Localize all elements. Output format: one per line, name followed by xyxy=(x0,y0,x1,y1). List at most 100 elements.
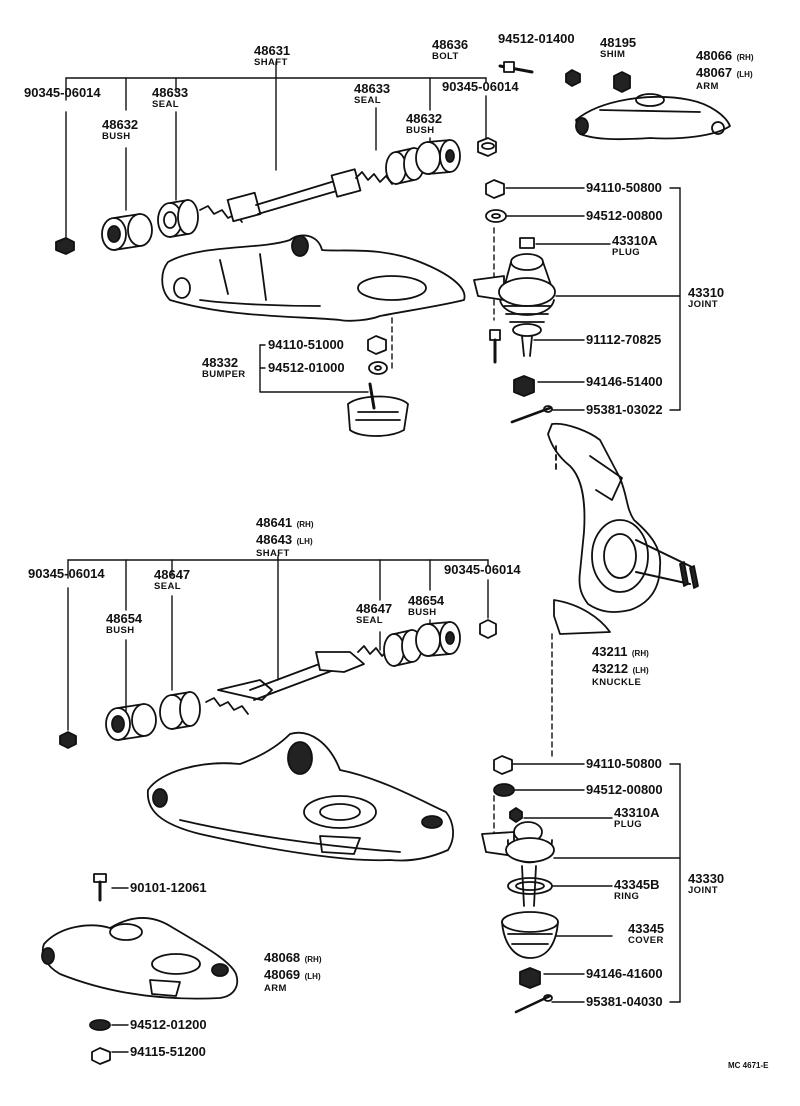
lower-joint-part-number: 43330 xyxy=(688,871,725,886)
lower-arm-washer-part-number: 94512-01200 xyxy=(130,1017,207,1032)
upper-bush-left-shape xyxy=(101,213,153,251)
lower-joint-cover-shape xyxy=(501,911,559,959)
upper-bumper-shape xyxy=(347,382,409,437)
lower-joint-cover-label: 43345 COVER xyxy=(628,922,664,946)
upper-arm-rh-part-number: 48066 xyxy=(696,48,733,63)
lower-seal-left-shape xyxy=(159,691,201,730)
lower-shaft-rh-suffix: (RH) xyxy=(296,520,314,529)
upper-shaft-part-number: 48631 xyxy=(254,43,291,58)
upper-bumper-label: 48332 BUMPER xyxy=(202,356,246,380)
upper-joint-description: JOINT xyxy=(688,298,718,310)
lower-bush-right-shape xyxy=(415,621,461,657)
lower-shaft-shape xyxy=(205,645,389,715)
upper-seal-left-label: 48633 SEAL xyxy=(152,86,188,110)
lower-arm-lh-suffix: (LH) xyxy=(304,971,321,981)
lower-joint-description: JOINT xyxy=(688,884,718,896)
upper-joint-plug-part-number: 43310A xyxy=(612,233,658,248)
lower-arm-nut-shape xyxy=(91,1047,111,1065)
upper-bumper-description: BUMPER xyxy=(202,368,246,380)
upper-bush-right-description: BUSH xyxy=(406,124,435,136)
upper-arm-rh-suffix: (RH) xyxy=(736,53,754,62)
lower-arm-rh-suffix: (RH) xyxy=(304,955,322,964)
lower-grease-fitting-right-part-number: 90345-06014 xyxy=(444,562,521,577)
upper-joint-plug-description: PLUG xyxy=(612,246,640,258)
upper-joint-cotter-pin-shape xyxy=(510,405,553,424)
upper-bumper-washer-shape xyxy=(368,361,388,375)
lower-arm-bolt-part-number: 90101-12061 xyxy=(130,880,207,895)
upper-control-arm-shape xyxy=(161,234,466,322)
upper-bolt-label: 48636 BOLT xyxy=(432,38,468,62)
upper-shaft-callout-bracket xyxy=(65,61,487,241)
upper-joint-castle-nut-part-number: 94146-51400 xyxy=(586,374,663,389)
lower-joint-ring-part-number: 43345B xyxy=(614,877,660,892)
lower-bush-right-label: 48654 BUSH xyxy=(408,594,444,618)
lower-shaft-label: 48641 (RH) 48643 (LH) SHAFT xyxy=(256,515,314,559)
lower-arm-small-shape xyxy=(41,917,239,1000)
upper-joint-label: 43310 JOINT xyxy=(688,286,724,310)
upper-bumper-nut-part-number: 94110-51000 xyxy=(268,337,344,352)
lower-bush-left-part-number: 48654 xyxy=(106,611,143,626)
lower-joint-nut-part-number: 94110-50800 xyxy=(586,756,662,771)
lower-joint-cover-part-number: 43345 xyxy=(628,921,665,936)
diagram-code: MC 4671-E xyxy=(728,1061,769,1070)
upper-bumper-bracket xyxy=(259,317,393,393)
upper-joint-nut-shape xyxy=(485,179,505,199)
upper-joint-washer-shape xyxy=(485,209,507,223)
upper-arm-shim-shape xyxy=(613,71,631,93)
upper-seal-left-description: SEAL xyxy=(152,98,179,110)
upper-bush-right-part-number: 48632 xyxy=(406,111,443,126)
upper-bumper-washer-part-number: 94512-01000 xyxy=(268,360,345,375)
lower-bush-right-description: BUSH xyxy=(408,606,437,618)
lower-seal-right-part-number: 48647 xyxy=(356,601,393,616)
knuckle-lh-suffix: (LH) xyxy=(632,665,649,675)
upper-bumper-part-number: 48332 xyxy=(202,355,239,370)
upper-arm-bolt-nut-shape xyxy=(565,69,581,87)
upper-bolt-nut-part-number: 94512-01400 xyxy=(498,31,575,46)
lower-arm-rh-part-number: 48068 xyxy=(264,950,301,965)
lower-shaft-description: SHAFT xyxy=(256,547,290,559)
lower-bush-left-shape xyxy=(105,703,157,741)
upper-bush-left-description: BUSH xyxy=(102,130,131,142)
lower-joint-ring-label: 43345B RING xyxy=(614,878,660,902)
lower-arm-bolt-shape xyxy=(93,873,107,902)
upper-shaft-label: 48631 SHAFT xyxy=(254,44,290,68)
knuckle-rh-suffix: (RH) xyxy=(631,649,649,658)
upper-arm-lh-part-number: 48067 xyxy=(696,64,733,80)
lower-control-arm-shape xyxy=(146,731,454,862)
knuckle-description: KNUCKLE xyxy=(592,676,642,688)
upper-joint-plug-label: 43310A PLUG xyxy=(612,234,658,258)
upper-arm-label: 48066 (RH) 48067 (LH) ARM xyxy=(696,48,754,92)
lower-joint-washer-part-number: 94512-00800 xyxy=(586,782,663,797)
upper-grease-fitting-left-shape xyxy=(55,237,75,255)
lower-joint-castle-nut-shape xyxy=(519,967,541,989)
lower-arm-callout-lines xyxy=(111,887,129,1053)
upper-shim-label: 48195 SHIM xyxy=(600,36,636,60)
lower-shaft-lh-suffix: (LH) xyxy=(296,536,313,546)
upper-seal-left-part-number: 48633 xyxy=(152,85,189,100)
lower-seal-right-label: 48647 SEAL xyxy=(356,602,392,626)
lower-joint-label: 43330 JOINT xyxy=(688,872,724,896)
upper-joint-cotter-pin-part-number: 95381-03022 xyxy=(586,402,663,417)
knuckle-rh-part-number: 43211 xyxy=(592,644,628,659)
upper-shaft-description: SHAFT xyxy=(254,56,288,68)
knuckle-shape xyxy=(547,422,699,635)
lower-seal-right-description: SEAL xyxy=(356,614,383,626)
upper-bumper-nut-shape xyxy=(367,335,387,355)
lower-seal-left-label: 48647 SEAL xyxy=(154,568,190,592)
lower-bush-left-label: 48654 BUSH xyxy=(106,612,142,636)
upper-joint-bolt-part-number: 91112-70825 xyxy=(586,332,662,347)
lower-joint-cover-description: COVER xyxy=(628,934,664,946)
upper-grease-fitting-right-part-number: 90345-06014 xyxy=(442,79,519,94)
lower-grease-fitting-left-shape xyxy=(59,731,77,749)
upper-bolt-description: BOLT xyxy=(432,50,459,62)
lower-arm-washer-shape xyxy=(89,1019,111,1031)
upper-joint-nut-part-number: 94110-50800 xyxy=(586,180,662,195)
upper-joint-callout-bracket xyxy=(493,187,681,411)
upper-ball-joint-shape xyxy=(473,237,556,357)
lower-arm-nut-part-number: 94115-51200 xyxy=(130,1044,206,1059)
upper-seal-right-part-number: 48633 xyxy=(354,81,391,96)
upper-joint-bolt-shape xyxy=(489,329,501,364)
upper-shaft-shape xyxy=(199,168,393,223)
